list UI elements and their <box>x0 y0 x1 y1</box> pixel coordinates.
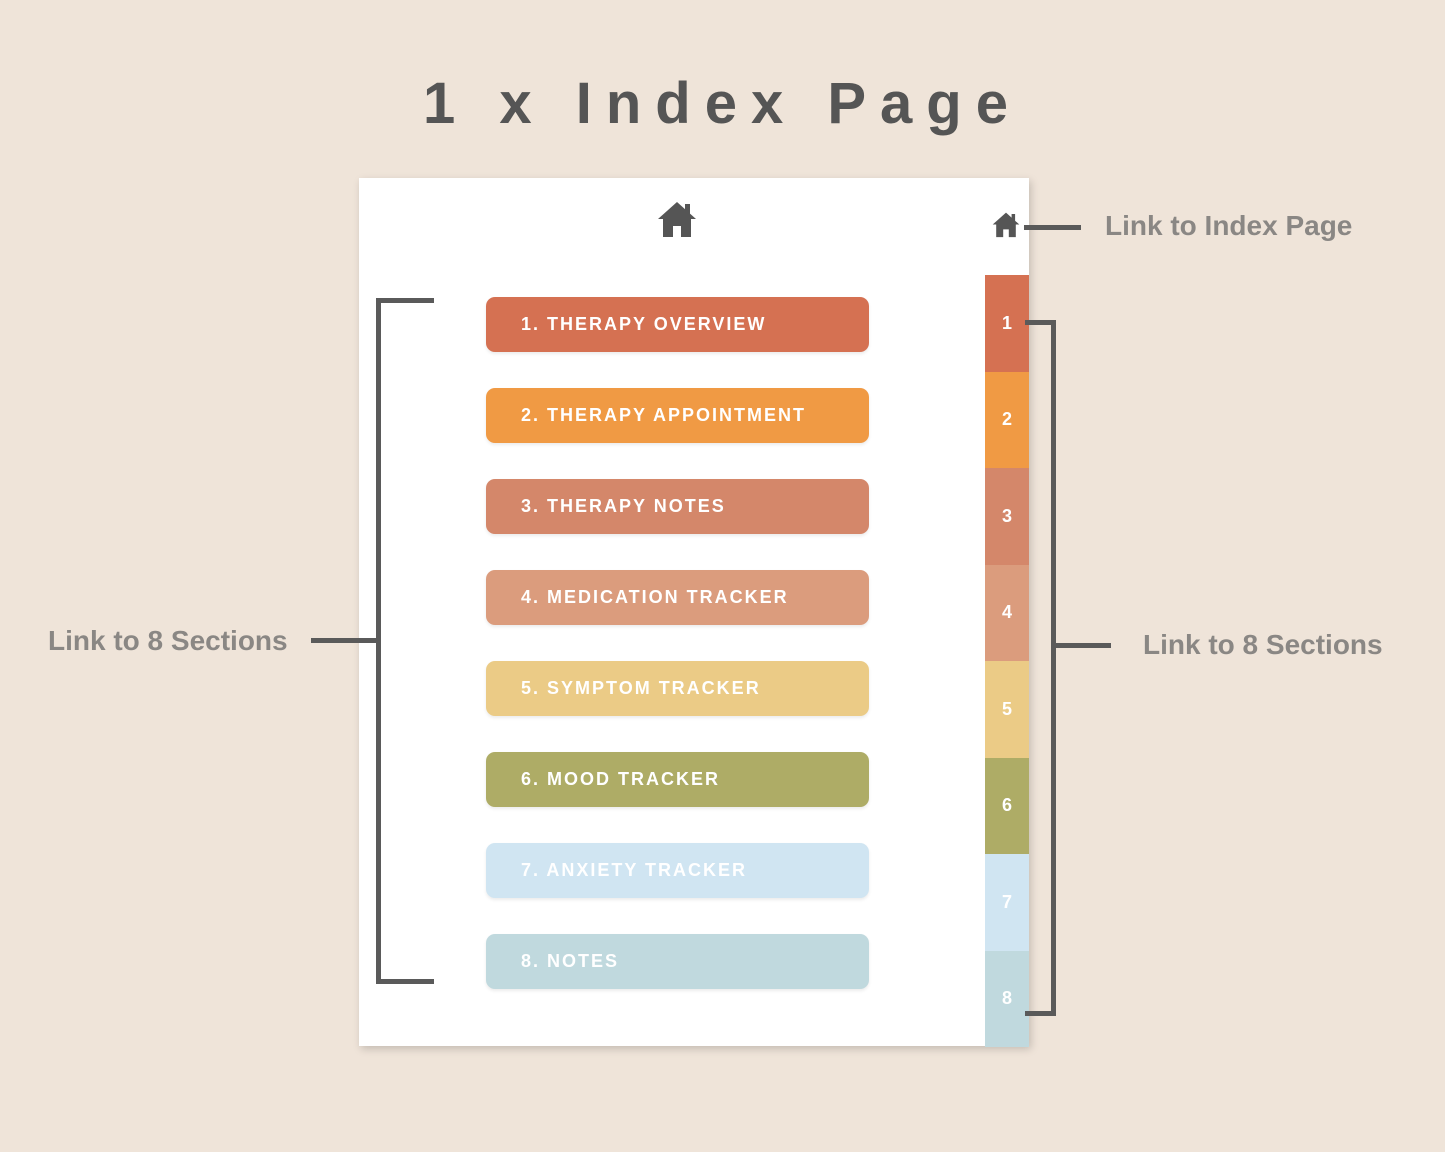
section-button-therapy-overview[interactable]: 1. THERAPY OVERVIEW <box>486 297 869 352</box>
section-button-anxiety-tracker[interactable]: 7. ANXIETY TRACKER <box>486 843 869 898</box>
side-tab-6[interactable]: 6 <box>985 757 1029 854</box>
side-tab-4[interactable]: 4 <box>985 564 1029 661</box>
left-bracket-bottom <box>376 979 434 984</box>
left-bracket-top <box>376 298 434 303</box>
side-tabs: 1 2 3 4 5 6 7 8 <box>985 275 1029 1047</box>
side-tab-7[interactable]: 7 <box>985 854 1029 951</box>
home-icon[interactable] <box>992 211 1020 238</box>
side-tab-2[interactable]: 2 <box>985 371 1029 468</box>
section-button-therapy-appointment[interactable]: 2. THERAPY APPOINTMENT <box>486 388 869 443</box>
right-connector <box>1053 643 1111 648</box>
side-tab-8[interactable]: 8 <box>985 950 1029 1047</box>
index-link-label: Link to Index Page <box>1105 210 1353 241</box>
right-bracket <box>1051 320 1056 1016</box>
right-sections-label: Link to 8 Sections <box>1143 629 1383 660</box>
right-bracket-bottom <box>1025 1011 1056 1016</box>
right-bracket-top <box>1025 320 1056 325</box>
index-connector <box>1024 225 1081 230</box>
section-button-notes[interactable]: 8. NOTES <box>486 934 869 989</box>
index-page: 1. THERAPY OVERVIEW 2. THERAPY APPOINTME… <box>359 178 1029 1047</box>
side-tab-3[interactable]: 3 <box>985 468 1029 565</box>
section-button-symptom-tracker[interactable]: 5. SYMPTOM TRACKER <box>486 661 869 716</box>
left-connector <box>311 638 378 643</box>
left-bracket <box>376 298 381 984</box>
side-tab-5[interactable]: 5 <box>985 661 1029 758</box>
page-title: 1 x Index Page <box>423 71 1022 136</box>
side-tab-1[interactable]: 1 <box>985 275 1029 372</box>
left-sections-label: Link to 8 Sections <box>48 625 288 656</box>
home-icon[interactable] <box>657 200 697 238</box>
section-button-therapy-notes[interactable]: 3. THERAPY NOTES <box>486 479 869 534</box>
section-button-mood-tracker[interactable]: 6. MOOD TRACKER <box>486 752 869 807</box>
section-button-medication-tracker[interactable]: 4. MEDICATION TRACKER <box>486 570 869 625</box>
